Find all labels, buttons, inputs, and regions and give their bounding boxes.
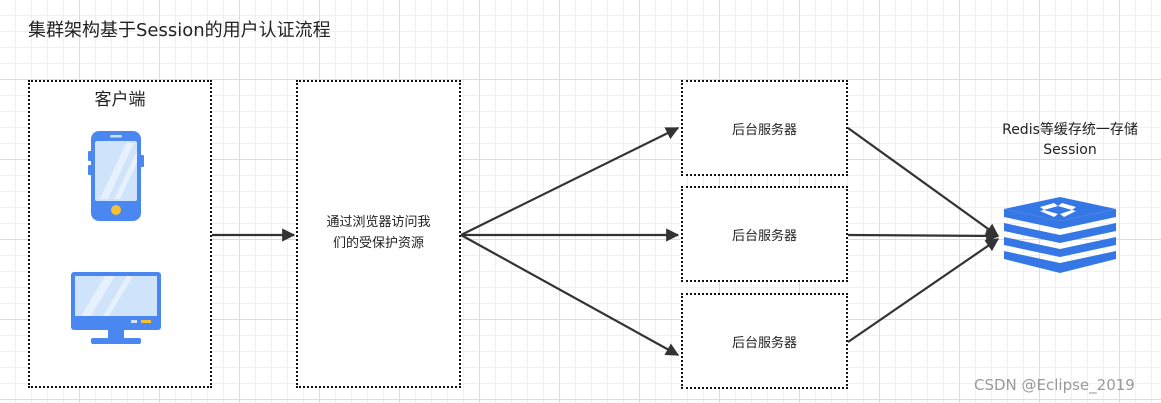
arrow-browser-to-server3 <box>460 234 680 356</box>
smartphone-icon <box>88 131 144 221</box>
browser-label-line2: 们的受保护资源 <box>332 236 424 251</box>
arrow-server1-to-redis <box>847 127 1000 237</box>
browser-label-line1: 通过浏览器访问我 <box>326 215 431 230</box>
monitor-icon <box>71 272 161 344</box>
client-label: 客户端 <box>94 90 146 110</box>
arrow-browser-to-server1 <box>460 127 680 236</box>
arrow-server2-to-redis <box>847 229 1000 243</box>
diagram-title: 集群架构基于Session的用户认证流程 <box>28 20 331 41</box>
browser-box: 通过浏览器访问我 们的受保护资源 <box>296 80 461 388</box>
watermark: CSDN @Eclipse_2019 <box>974 376 1135 394</box>
redis-label-line1: Redis等缓存统一存储 <box>1002 122 1138 138</box>
redis-stack-icon <box>1004 197 1116 273</box>
server-label-2: 后台服务器 <box>731 228 797 244</box>
server-label-1: 后台服务器 <box>731 122 797 138</box>
server-box-3: 后台服务器 <box>681 293 848 389</box>
arrow-server3-to-redis <box>847 238 1000 343</box>
redis-label: Redis等缓存统一存储 Session <box>980 120 1160 160</box>
server-box-1: 后台服务器 <box>681 80 848 176</box>
client-box: 客户端 <box>28 80 212 388</box>
server-box-2: 后台服务器 <box>681 186 848 282</box>
redis-label-line2: Session <box>1043 142 1097 158</box>
server-label-3: 后台服务器 <box>731 335 797 351</box>
browser-label: 通过浏览器访问我 们的受保护资源 <box>308 212 449 254</box>
